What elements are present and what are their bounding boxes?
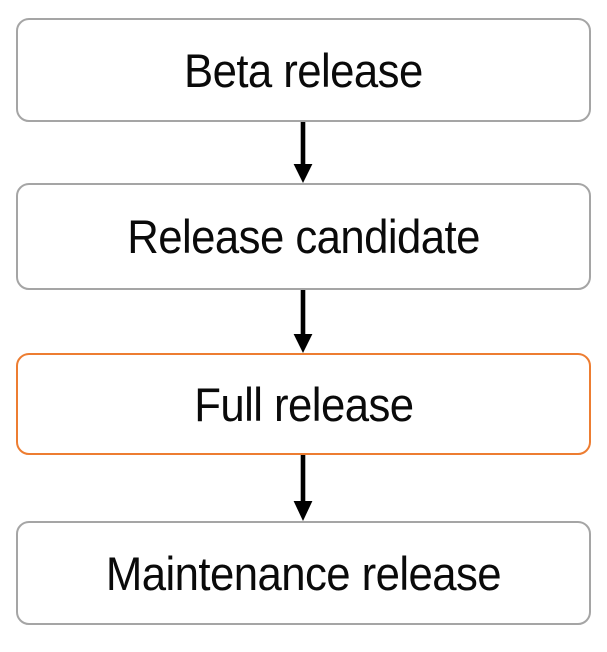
flow-node-beta-release[interactable]: Beta release xyxy=(16,18,591,122)
flow-arrow-release-candidate-to-full-release xyxy=(289,290,317,354)
flow-node-label: Release candidate xyxy=(127,210,480,263)
flow-node-full-release[interactable]: Full release xyxy=(16,353,591,455)
flow-node-label: Maintenance release xyxy=(105,546,502,600)
flow-arrow-full-release-to-maintenance-release xyxy=(289,455,317,522)
flow-node-maintenance-release[interactable]: Maintenance release xyxy=(16,521,591,625)
flow-arrow-beta-to-release-candidate xyxy=(289,122,317,184)
flow-node-label: Full release xyxy=(193,377,414,431)
flow-node-release-candidate[interactable]: Release candidate xyxy=(16,183,591,290)
flow-node-label: Beta release xyxy=(184,43,423,97)
